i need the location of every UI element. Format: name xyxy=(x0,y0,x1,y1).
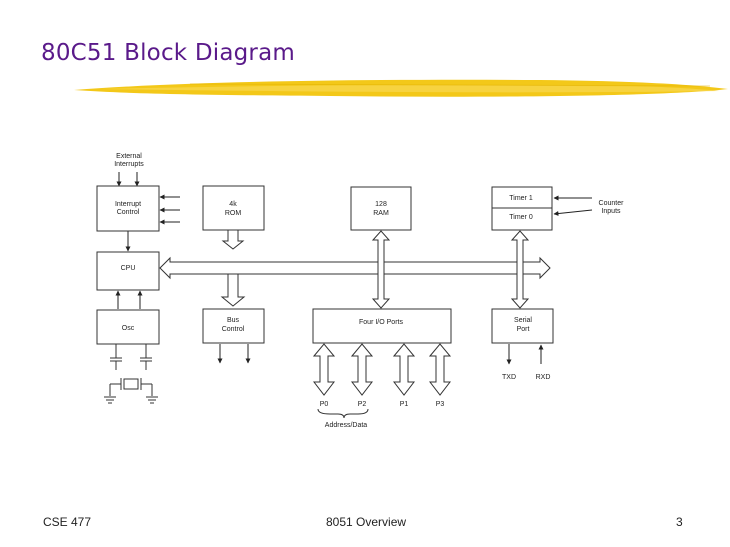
cpu-box xyxy=(96,251,160,291)
bus-connectors xyxy=(220,229,530,309)
address-data-label: Address/Data xyxy=(325,422,368,429)
counter-inputs-label-2: Inputs xyxy=(601,208,621,215)
osc-label: Osc xyxy=(122,325,135,332)
port-p2-label: P2 xyxy=(358,401,367,408)
serial-lines xyxy=(506,344,544,365)
bus-control-label-1: Bus xyxy=(227,317,240,324)
interrupt-control-box xyxy=(96,185,160,232)
rom-box xyxy=(202,185,265,231)
cpu-label: CPU xyxy=(121,265,136,272)
interrupt-control-label-2: Control xyxy=(117,209,140,216)
txd-label: TXD xyxy=(502,374,516,381)
counter-inputs-label-1: Counter xyxy=(599,200,625,207)
rxd-label: RXD xyxy=(536,374,551,381)
bus-control-outputs xyxy=(217,344,251,364)
timer0-label: Timer 0 xyxy=(509,214,533,221)
title-underline-brush xyxy=(74,79,728,97)
rom-label-2: ROM xyxy=(225,210,242,217)
ram-label-2: RAM xyxy=(373,210,389,217)
address-data-brace xyxy=(317,408,369,419)
timer1-label: Timer 1 xyxy=(509,195,533,202)
io-port-arrows xyxy=(312,343,452,396)
rom-label-1: 4k xyxy=(229,201,237,208)
interrupt-arrows xyxy=(115,172,180,309)
external-interrupts-label-1: External xyxy=(116,153,142,160)
bus-control-label-2: Control xyxy=(222,326,245,333)
serial-port-box xyxy=(491,308,554,344)
ram-box xyxy=(350,186,412,231)
port-p1-label: P1 xyxy=(400,401,409,408)
serial-port-label-2: Port xyxy=(517,326,530,333)
footer-topic: 8051 Overview xyxy=(326,515,407,529)
footer-course: CSE 477 xyxy=(43,515,92,529)
osc-box xyxy=(96,309,160,345)
io-ports-box xyxy=(312,308,452,344)
ram-label-1: 128 xyxy=(375,201,387,208)
port-p3-label: P3 xyxy=(436,401,445,408)
io-ports-label: Four I/O Ports xyxy=(359,319,403,326)
oscillator-circuit xyxy=(104,344,158,404)
external-interrupts-label-2: Interrupts xyxy=(114,161,144,168)
counter-input-arrows xyxy=(553,195,593,217)
main-bus xyxy=(159,256,551,280)
serial-port-label-1: Serial xyxy=(514,317,532,324)
slide-title: 80C51 Block Diagram xyxy=(41,40,295,66)
footer-page-number: 3 xyxy=(676,515,683,529)
boxes xyxy=(96,185,554,345)
port-p0-label: P0 xyxy=(320,401,329,408)
interrupt-control-label-1: Interrupt xyxy=(115,201,141,208)
bus-control-box xyxy=(202,308,265,344)
